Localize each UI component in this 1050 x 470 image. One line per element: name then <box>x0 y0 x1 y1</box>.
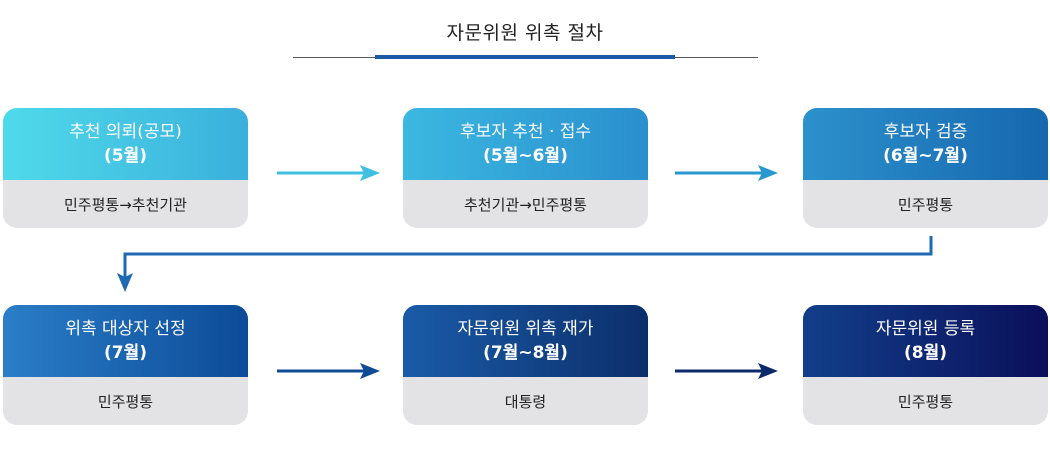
step-header: 자문위원 등록 (8월) <box>803 305 1048 377</box>
step-period: (7월) <box>103 343 147 363</box>
step-4: 위촉 대상자 선정 (7월) 민주평통 <box>3 305 248 425</box>
step-3: 후보자 검증 (6월~7월) 민주평통 <box>803 108 1048 228</box>
step-name: 자문위원 위촉 재가 <box>457 319 594 339</box>
step-period: (5월~6월) <box>483 146 568 166</box>
title-accent-bar <box>375 55 675 59</box>
step-period: (6월~7월) <box>883 146 968 166</box>
step-header: 자문위원 위촉 재가 (7월~8월) <box>403 305 648 377</box>
arrow-step2-to-step3 <box>675 165 778 181</box>
step-actor: 민주평통→추천기관 <box>64 195 187 214</box>
step-header: 후보자 검증 (6월~7월) <box>803 108 1048 180</box>
step-name: 후보자 검증 <box>883 122 968 142</box>
step-actor: 민주평통 <box>897 195 954 214</box>
arrow-step1-to-step2 <box>277 165 380 181</box>
step-period: (5월) <box>103 146 147 166</box>
step-name: 후보자 추천 · 접수 <box>459 122 592 142</box>
step-period: (8월) <box>903 343 947 363</box>
step-actor: 민주평통 <box>97 392 154 411</box>
step-actor: 민주평통 <box>897 392 954 411</box>
step-1: 추천 의뢰(공모) (5월) 민주평통→추천기관 <box>3 108 248 228</box>
arrow-step4-to-step5 <box>277 363 380 379</box>
step-period: (7월~8월) <box>483 343 568 363</box>
step-name: 위촉 대상자 선정 <box>65 319 186 339</box>
step-name: 자문위원 등록 <box>875 319 976 339</box>
step-header: 위촉 대상자 선정 (7월) <box>3 305 248 377</box>
step-5: 자문위원 위촉 재가 (7월~8월) 대통령 <box>403 305 648 425</box>
arrow-step3-to-step4 <box>117 236 933 292</box>
step-name: 추천 의뢰(공모) <box>69 122 182 142</box>
step-actor: 대통령 <box>504 392 547 411</box>
step-header: 추천 의뢰(공모) (5월) <box>3 108 248 180</box>
step-2: 후보자 추천 · 접수 (5월~6월) 추천기관→민주평통 <box>403 108 648 228</box>
step-actor: 추천기관→민주평통 <box>464 195 587 214</box>
arrow-step5-to-step6 <box>675 363 778 379</box>
diagram-title: 자문위원 위촉 절차 <box>446 22 604 44</box>
step-header: 후보자 추천 · 접수 (5월~6월) <box>403 108 648 180</box>
step-6: 자문위원 등록 (8월) 민주평통 <box>803 305 1048 425</box>
